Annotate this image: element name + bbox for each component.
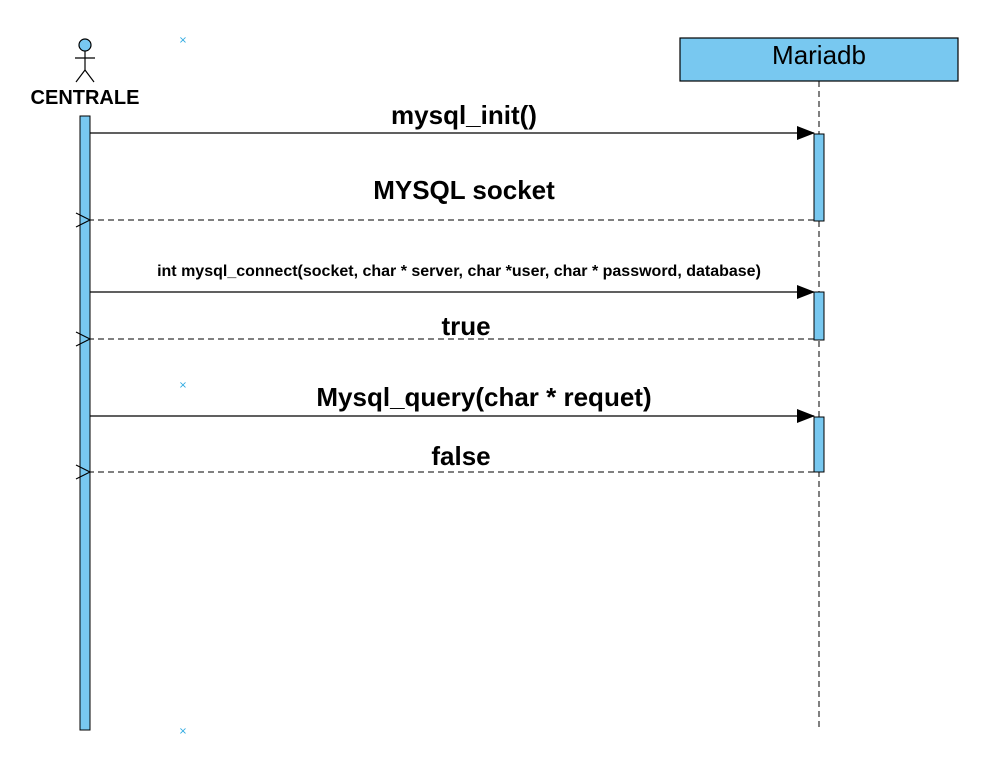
message-label: mysql_init() xyxy=(391,100,537,130)
actor-centrale[interactable]: CENTRALE xyxy=(31,38,140,109)
message-label: true xyxy=(441,311,490,341)
actor-activation-bar xyxy=(79,115,91,731)
database-activation-1 xyxy=(813,133,825,222)
message-mysql-connect[interactable]: int mysql_connect(socket, char * server,… xyxy=(90,263,815,299)
message-label: MYSQL socket xyxy=(373,175,555,205)
message-true[interactable]: true xyxy=(90,311,814,341)
message-label: false xyxy=(431,441,490,471)
anchor-marker-icon[interactable]: × xyxy=(179,380,187,391)
anchor-marker-icon[interactable]: × xyxy=(179,726,187,737)
participant-mariadb[interactable]: Mariadb xyxy=(679,37,959,82)
message-mysql-query[interactable]: Mysql_query(char * requet) xyxy=(90,382,815,423)
message-mysql-socket[interactable]: MYSQL socket xyxy=(90,175,814,220)
anchor-marker-icon[interactable]: × xyxy=(179,35,187,46)
database-activation-2 xyxy=(813,291,825,341)
message-mysql-init[interactable]: mysql_init() xyxy=(90,100,815,140)
message-label: int mysql_connect(socket, char * server,… xyxy=(157,263,761,280)
actor-label: CENTRALE xyxy=(31,87,140,109)
participant-box xyxy=(679,37,959,82)
participant-label: Mariadb xyxy=(772,40,866,70)
message-label: Mysql_query(char * requet) xyxy=(316,382,651,412)
message-false[interactable]: false xyxy=(90,441,814,472)
database-activation-3 xyxy=(813,416,825,473)
stick-figure-icon xyxy=(75,38,95,83)
